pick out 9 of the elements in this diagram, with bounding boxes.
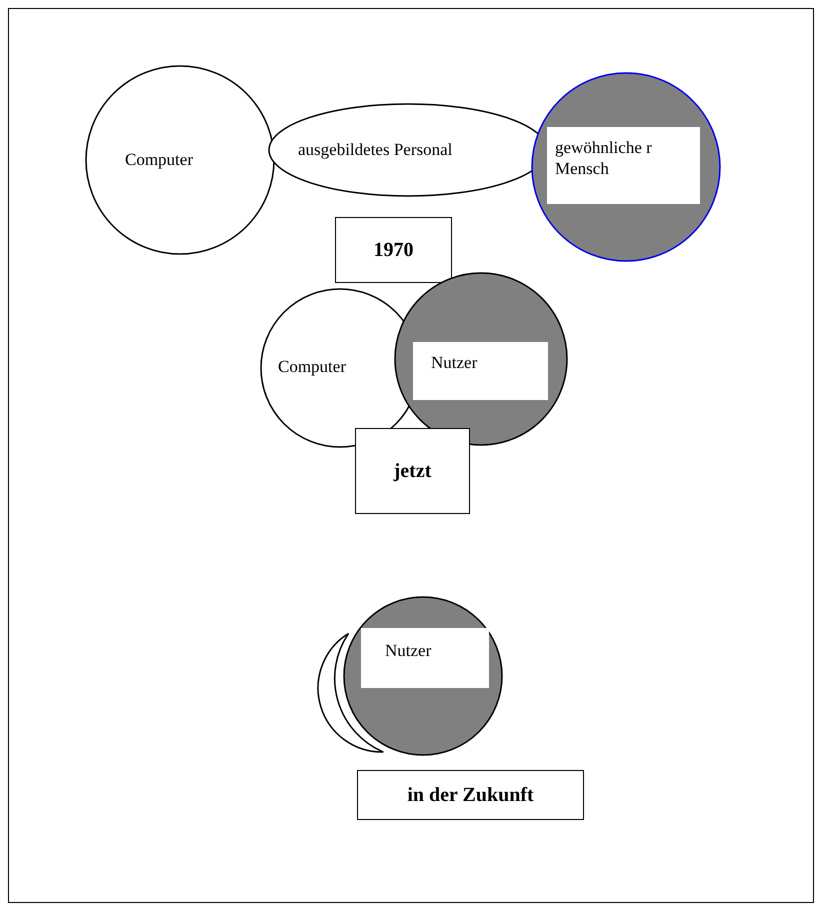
node-label: Computer (278, 356, 346, 377)
year-label-box: in der Zukunft (357, 770, 584, 820)
node-label: ausgebildetes Personal (298, 139, 452, 160)
year-label-box: 1970 (335, 217, 452, 283)
year-label-box: jetzt (355, 428, 470, 514)
text-panel: Nutzer (413, 342, 548, 400)
text-panel: Nutzer (361, 628, 489, 688)
text-panel: gewöhnliche r Mensch (547, 127, 700, 204)
node-label: Computer (125, 149, 193, 170)
